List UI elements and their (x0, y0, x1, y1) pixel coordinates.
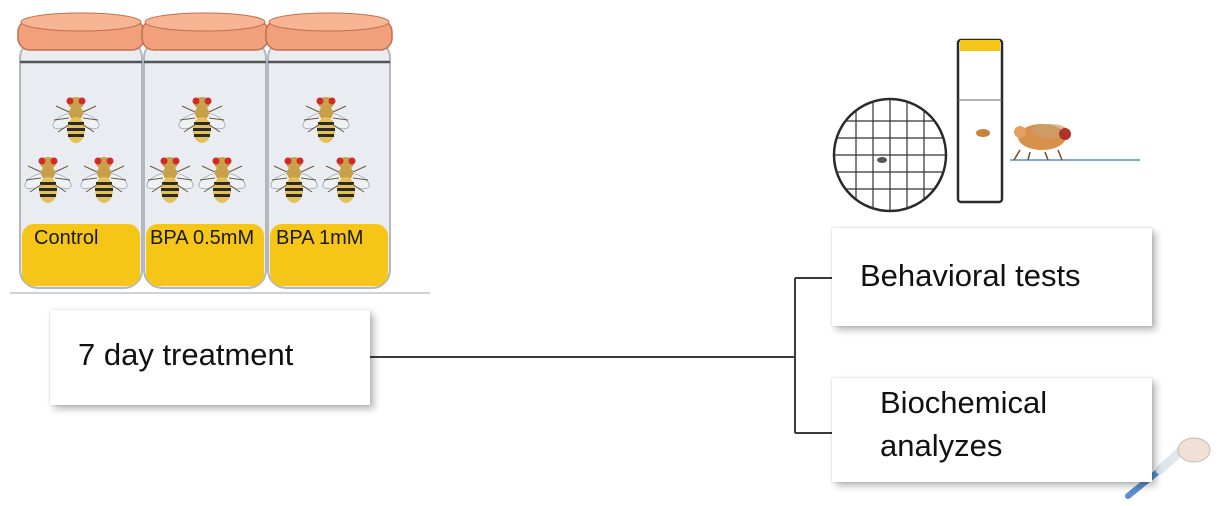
biochemical-label-line2: analyzes (880, 428, 1003, 463)
biochemical-label-line1: Biochemical (880, 385, 1048, 420)
pipette-icon (1125, 437, 1211, 499)
biochemical-analyzes-box: Biochemical analyzes (832, 378, 1152, 482)
food-bpa-05 (146, 224, 264, 286)
food-control (22, 224, 140, 286)
jar-bpa-1 (265, 12, 393, 289)
fly-photo-icon (1010, 124, 1140, 161)
jar-label-control: Control (34, 227, 99, 249)
connector (370, 277, 832, 434)
jar-control (17, 12, 145, 289)
climbing-vial-icon (956, 38, 1004, 204)
behavioral-tests-box: Behavioral tests (832, 228, 1152, 326)
petri-dish-icon (832, 97, 948, 213)
treatment-label: 7 day treatment (78, 337, 294, 372)
behavioral-tests-label: Behavioral tests (860, 258, 1081, 293)
jar-bpa-05 (141, 12, 269, 289)
treatment-box: 7 day treatment (50, 310, 370, 405)
food-bpa-1 (270, 224, 388, 286)
jar-label-bpa-05: BPA 0.5mM (150, 227, 255, 249)
jar-label-bpa-1: BPA 1mM (276, 227, 364, 249)
